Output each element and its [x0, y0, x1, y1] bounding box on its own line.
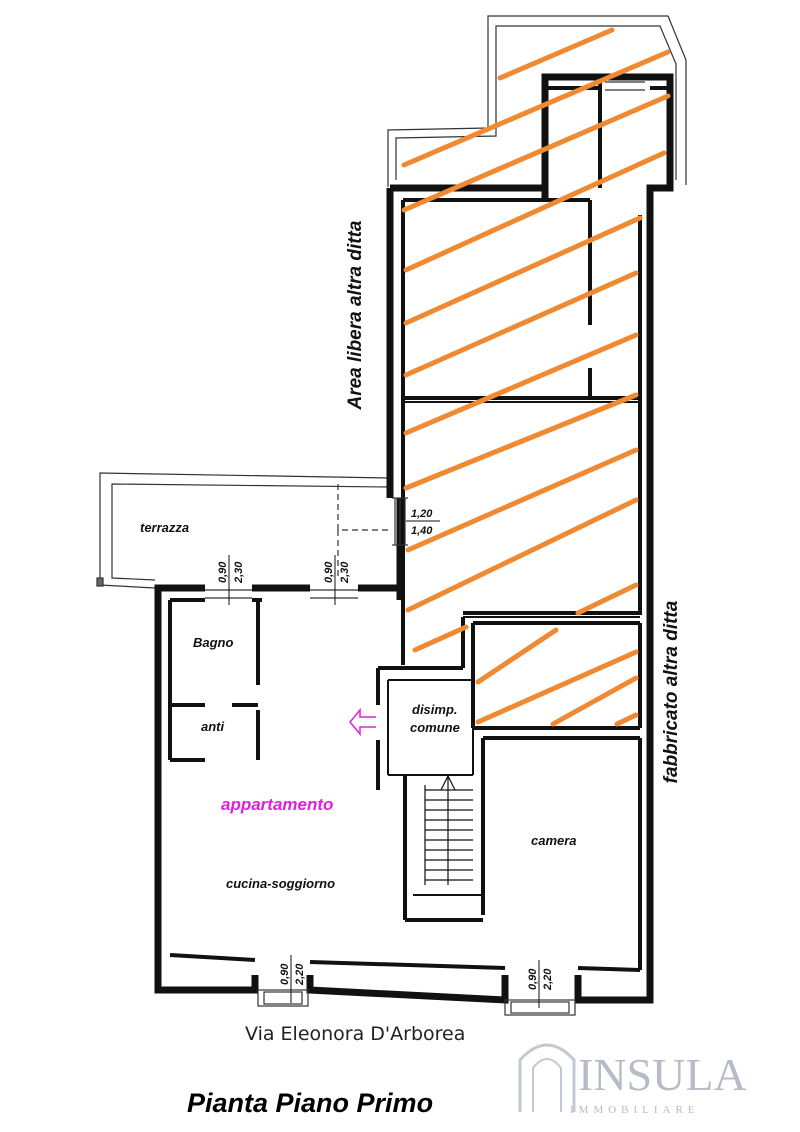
room-label-terrace: terrazza: [140, 520, 189, 535]
dimension-terrace-door: 0,90 2,30: [217, 555, 245, 605]
svg-text:0,90: 0,90: [323, 561, 335, 583]
dimension-front-left: 0,90 2,20: [279, 955, 306, 1003]
svg-text:2,30: 2,30: [339, 561, 351, 584]
room-label-living: cucina-soggiorno: [226, 876, 335, 891]
unit-label: appartamento: [221, 795, 333, 814]
stair-treads: [424, 774, 473, 885]
room-label-anteroom: anti: [201, 719, 225, 734]
street-name: Via Eleonora D'Arborea: [245, 1023, 465, 1045]
inner-walls: [168, 198, 642, 972]
room-label-landing-line1: disimp.: [412, 702, 458, 717]
entrance-arrow-icon: [349, 707, 376, 737]
side-label-left: Area libera altra ditta: [345, 220, 366, 410]
watermark-tagline: IMMOBILIARE: [570, 1104, 700, 1116]
terrace-outline: [96, 472, 391, 589]
upper-balcony-outline: [387, 15, 687, 187]
svg-text:0,90: 0,90: [217, 561, 229, 583]
svg-text:Area libera altra ditta: Area libera altra ditta: [345, 220, 366, 410]
watermark-brand: INSULA: [578, 1049, 747, 1100]
side-label-right: fabbricato altra ditta: [661, 600, 682, 783]
watermark-logo: INSULA IMMOBILIARE: [518, 1043, 747, 1116]
dimension-living-door: 0,90 2,30: [323, 555, 351, 605]
svg-text:1,40: 1,40: [411, 525, 433, 537]
room-label-bathroom: Bagno: [193, 635, 234, 650]
dimension-side-door: 1,20 1,40: [406, 508, 440, 537]
room-label-landing-line2: comune: [410, 720, 460, 735]
svg-text:0,90: 0,90: [279, 963, 291, 985]
svg-text:0,90: 0,90: [527, 968, 539, 990]
svg-text:2,30: 2,30: [233, 561, 245, 584]
page-title: Pianta Piano Primo: [187, 1088, 433, 1118]
walls: [154, 73, 674, 1004]
excluded-area-hatch: [401, 27, 671, 727]
svg-text:2,20: 2,20: [294, 963, 306, 986]
dimension-front-right: 0,90 2,20: [527, 960, 554, 1008]
svg-text:2,20: 2,20: [542, 968, 554, 991]
svg-text:1,20: 1,20: [411, 508, 433, 520]
window-details: [205, 81, 645, 1016]
svg-text:fabbricato altra ditta: fabbricato altra ditta: [661, 600, 682, 783]
room-label-bedroom: camera: [531, 833, 577, 848]
